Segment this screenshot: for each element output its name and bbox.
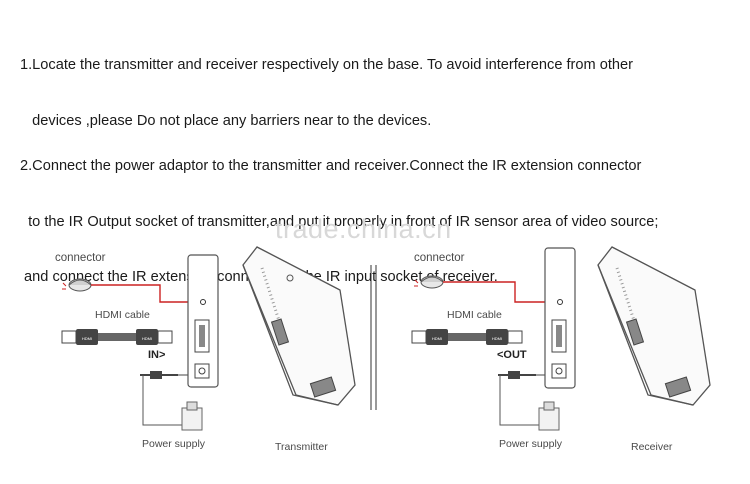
connection-diagram: connector HDMI cable HDMI HDMI IN>	[55, 246, 711, 453]
ir-cable-right	[443, 281, 560, 303]
hdmi-plug-text: HDMI	[142, 336, 152, 341]
transmitter-setup: connector HDMI cable HDMI HDMI IN>	[55, 246, 356, 453]
divider	[370, 265, 377, 410]
out-port-label: <OUT	[497, 349, 527, 361]
step-2-line-1: 2.Connect the power adaptor to the trans…	[20, 158, 642, 174]
receiver-device-image	[597, 246, 711, 406]
connector-label-right: connector	[414, 252, 465, 264]
power-plug-icon-left	[140, 371, 203, 431]
transmitter-side-view	[187, 254, 219, 388]
hdmi-plug-text: HDMI	[432, 336, 442, 341]
hdmi-plug-text: HDMI	[492, 336, 502, 341]
step-1-text: 1.Locate the transmitter and receiver re…	[20, 19, 633, 149]
hdmi-cable-label-left: HDMI cable	[95, 309, 150, 321]
step-1-line-1: 1.Locate the transmitter and receiver re…	[20, 57, 633, 73]
transmitter-device-image	[242, 246, 356, 406]
receiver-setup: connector HDMI cable HDMI HDMI <OUT Powe…	[411, 246, 711, 453]
step-2-line-2: to the IR Output socket of transmitter,a…	[20, 213, 659, 230]
connector-label-left: connector	[55, 252, 106, 264]
step-1-line-2: devices ,please Do not place any barrier…	[20, 112, 432, 129]
power-supply-label-left: Power supply	[142, 438, 206, 450]
hdmi-plug-text: HDMI	[82, 336, 92, 341]
ir-cable-left	[91, 284, 203, 303]
ir-connector-icon-right	[414, 275, 444, 289]
hdmi-cable-label-right: HDMI cable	[447, 309, 502, 321]
watermark: trade.china.cn	[275, 214, 452, 244]
receiver-label: Receiver	[631, 441, 673, 453]
in-port-label: IN>	[148, 349, 165, 361]
hdmi-cable-icon-right: HDMI HDMI	[411, 329, 523, 345]
hdmi-cable-icon-left: HDMI HDMI	[61, 329, 173, 345]
transmitter-label: Transmitter	[275, 441, 328, 453]
power-plug-icon-right	[498, 371, 560, 431]
receiver-side-view	[544, 247, 576, 389]
power-supply-label-right: Power supply	[499, 438, 563, 450]
ir-connector-icon-left	[62, 278, 92, 292]
